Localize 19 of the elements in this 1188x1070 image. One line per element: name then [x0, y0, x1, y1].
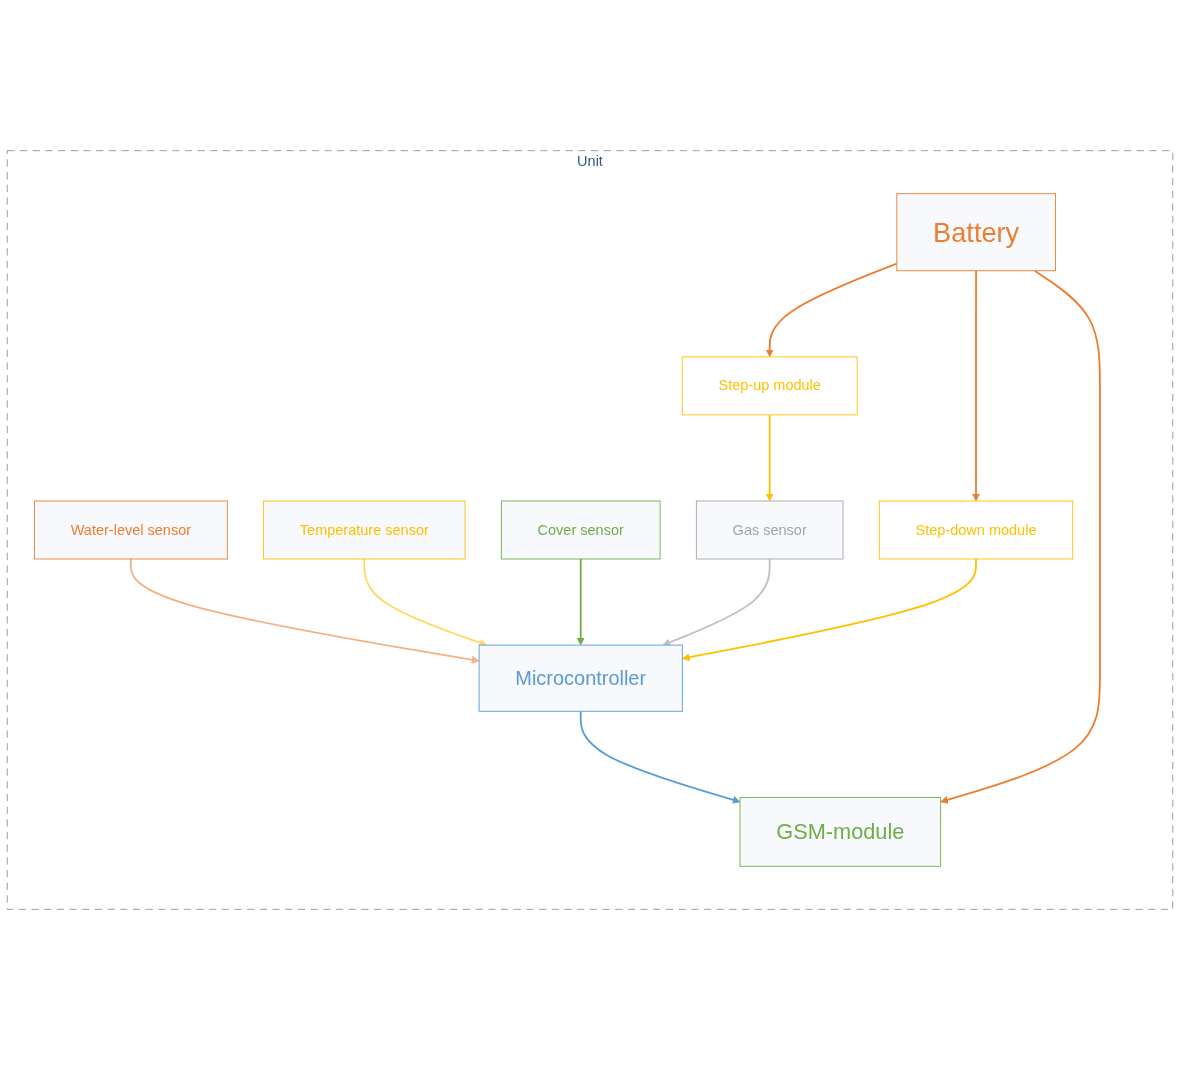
node-box: Step-down module: [878, 500, 1074, 560]
arrow: [940, 269, 1101, 804]
arrow: [579, 710, 741, 804]
arrow: [765, 413, 774, 502]
node-box: Temperature sensor: [263, 500, 466, 560]
arrow: [363, 558, 488, 647]
arrow: [682, 558, 977, 662]
node-box: Water-level sensor: [34, 500, 228, 560]
node-box: Microcontroller: [478, 644, 683, 712]
arrow: [765, 262, 898, 358]
arrow: [129, 558, 480, 664]
node-box: Step-up module: [681, 356, 858, 416]
arrow: [972, 269, 980, 502]
arrow: [576, 558, 585, 646]
arrow: [662, 558, 771, 647]
node-box: Battery: [896, 193, 1056, 272]
node-box: Cover sensor: [500, 500, 661, 560]
node-box: Gas sensor: [695, 500, 844, 560]
node-box: GSM-module: [739, 796, 942, 867]
